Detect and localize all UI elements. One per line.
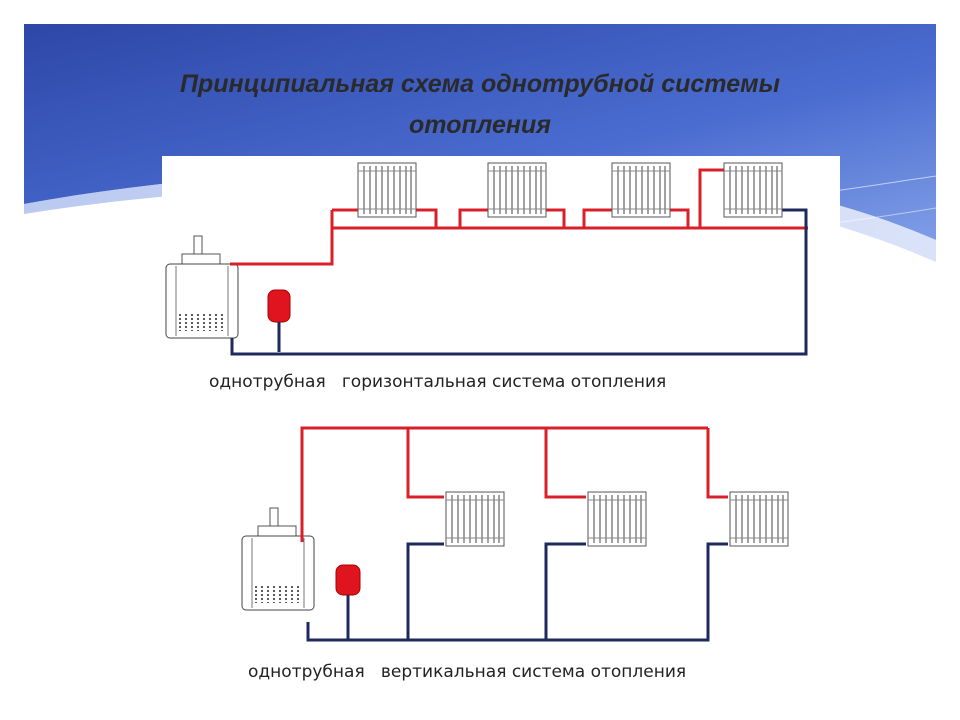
return-pipe [306, 542, 728, 642]
header-swoosh [24, 24, 936, 240]
slide-title: Принципиальная схема однотрубной системы… [100, 64, 860, 146]
radiator-icon [723, 162, 783, 218]
radiator-icon [357, 162, 417, 218]
radiator-icon [611, 162, 671, 218]
boiler-icon [165, 235, 239, 339]
title-line-1: Принципиальная схема однотрубной системы [180, 70, 780, 98]
supply-pipe [230, 168, 808, 266]
radiator-icon [587, 491, 647, 547]
expansion-tank-icon [267, 289, 291, 352]
radiator-icon [487, 162, 547, 218]
radiator-icon [445, 491, 505, 547]
title-line-2: отопления [409, 111, 551, 139]
horizontal-system-caption: однотрубная горизонтальная система отопл… [209, 372, 667, 392]
supply-pipe [300, 426, 728, 542]
vertical-system-caption: однотрубная вертикальная система отоплен… [248, 662, 687, 682]
radiator-icon [729, 491, 789, 547]
return-pipe [230, 208, 808, 356]
expansion-tank-icon [335, 564, 361, 640]
